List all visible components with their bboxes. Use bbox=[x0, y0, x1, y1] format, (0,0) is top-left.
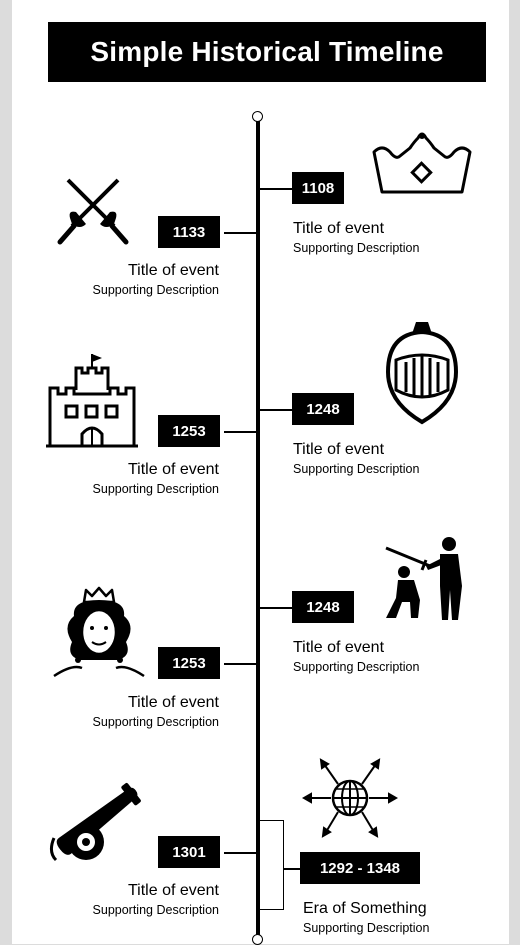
event-date-badge: 1108 bbox=[292, 172, 344, 204]
event-description: Supporting Description bbox=[92, 903, 219, 917]
event-title: Title of event bbox=[293, 441, 385, 458]
connector-line bbox=[224, 663, 258, 665]
event-description: Supporting Description bbox=[293, 462, 420, 476]
page-title: Simple Historical Timeline bbox=[48, 22, 486, 82]
connector-line bbox=[258, 409, 292, 411]
queen-icon bbox=[53, 586, 145, 678]
event-description: Supporting Description bbox=[92, 482, 219, 496]
event-date-badge: 1253 bbox=[158, 415, 220, 447]
event-description: Supporting Description bbox=[92, 715, 219, 729]
connector-line bbox=[224, 852, 258, 854]
connector-line bbox=[258, 607, 292, 609]
globe-arrows-icon bbox=[302, 758, 398, 838]
connector-line bbox=[224, 431, 258, 433]
event-description: Supporting Description bbox=[92, 283, 219, 297]
timeline-spine bbox=[256, 118, 260, 938]
event-title: Title of event bbox=[293, 639, 385, 656]
crown-icon bbox=[372, 132, 472, 194]
event-title: Title of event bbox=[293, 220, 385, 237]
event-title: Title of event bbox=[127, 882, 219, 899]
knighting-ceremony-icon bbox=[385, 537, 462, 620]
timeline-start-cap bbox=[252, 111, 263, 122]
knight-helmet-icon bbox=[385, 322, 459, 425]
event-date-badge: 1133 bbox=[158, 216, 220, 248]
era-description: Supporting Description bbox=[303, 921, 430, 935]
cannon-icon bbox=[49, 783, 141, 862]
connector-line bbox=[284, 868, 300, 870]
era-date-badge: 1292 - 1348 bbox=[300, 852, 420, 884]
castle-icon bbox=[46, 354, 138, 448]
event-description: Supporting Description bbox=[293, 241, 420, 255]
timeline-end-cap bbox=[252, 934, 263, 945]
era-bracket bbox=[258, 820, 284, 910]
event-title: Title of event bbox=[127, 694, 219, 711]
event-date-badge: 1248 bbox=[292, 393, 354, 425]
event-description: Supporting Description bbox=[293, 660, 420, 674]
connector-line bbox=[224, 232, 258, 234]
timeline-page: Simple Historical Timeline 1108 Title of… bbox=[12, 0, 509, 945]
event-title: Title of event bbox=[127, 262, 219, 279]
event-date-badge: 1253 bbox=[158, 647, 220, 679]
crossed-swords-icon bbox=[57, 178, 129, 245]
connector-line bbox=[258, 188, 292, 190]
event-date-badge: 1248 bbox=[292, 591, 354, 623]
event-date-badge: 1301 bbox=[158, 836, 220, 868]
event-title: Title of event bbox=[127, 461, 219, 478]
era-title: Era of Something bbox=[303, 900, 427, 917]
